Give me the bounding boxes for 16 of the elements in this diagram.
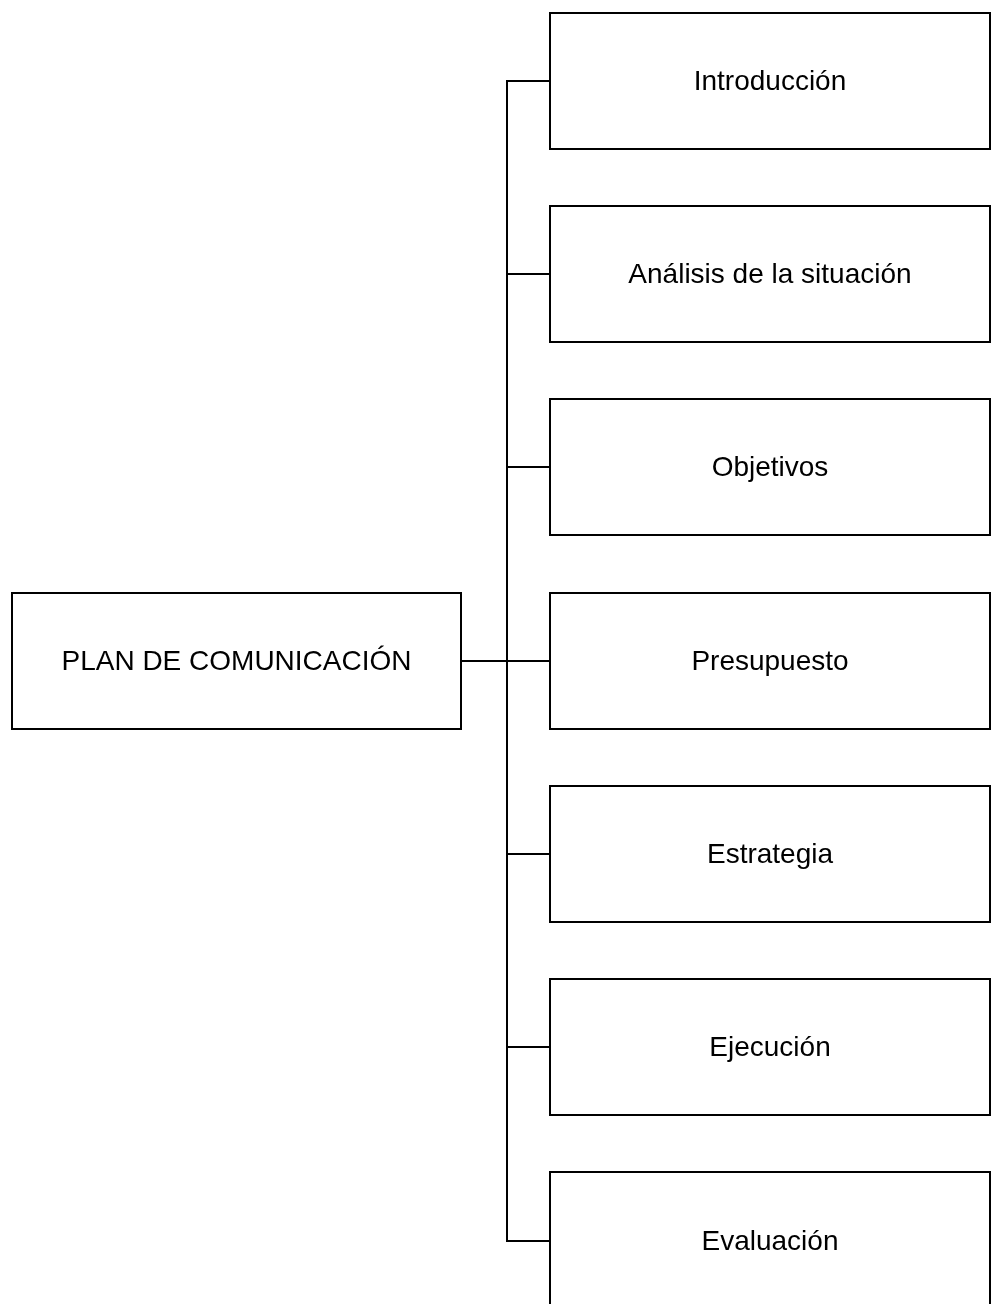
box-label: Ejecución bbox=[709, 1031, 831, 1063]
topic-box bbox=[549, 785, 991, 923]
box-label: PLAN DE COMUNICACIÓN bbox=[61, 645, 412, 677]
box-label: Presupuesto bbox=[691, 645, 849, 677]
topic-box bbox=[549, 398, 991, 536]
box-label: Análisis de la situación bbox=[628, 258, 912, 290]
box-label: Objetivos bbox=[711, 451, 829, 483]
topic-box bbox=[549, 1171, 991, 1304]
box-label: Estrategia bbox=[706, 838, 834, 870]
box-label: Evaluación bbox=[701, 1225, 839, 1257]
topic-box bbox=[549, 205, 991, 343]
topic-box bbox=[549, 592, 991, 730]
root-box bbox=[11, 592, 462, 730]
topic-box bbox=[549, 12, 991, 150]
box-label: Introducción bbox=[693, 65, 847, 97]
topic-box bbox=[549, 978, 991, 1116]
